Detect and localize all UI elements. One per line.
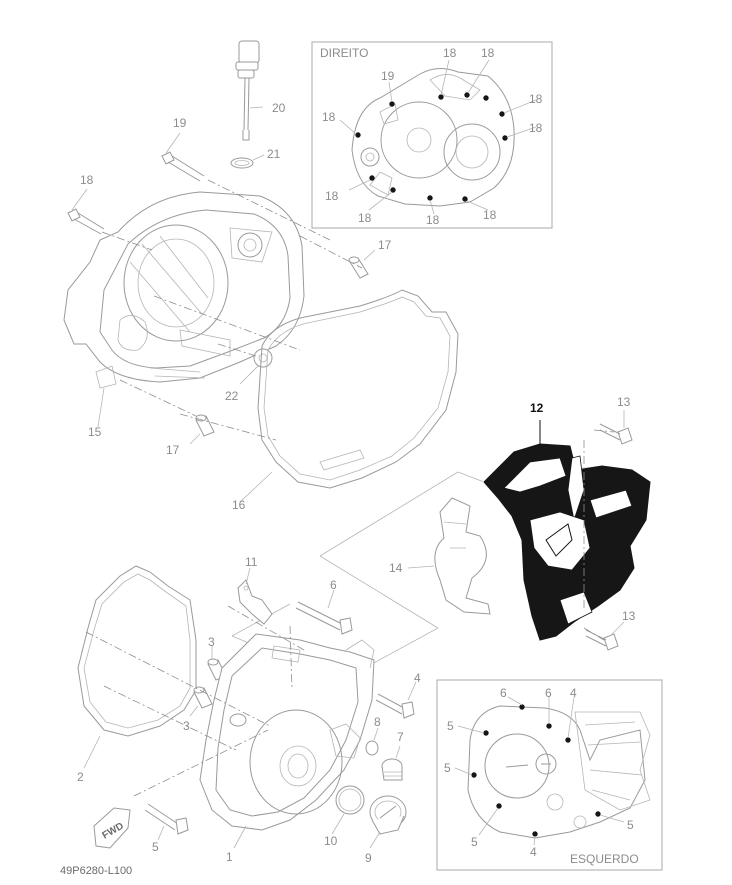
- inset-right-callout-18-e: 18: [529, 121, 543, 135]
- callout-22: 22: [225, 389, 239, 403]
- chain-guide-bracket: [407, 497, 491, 615]
- callout-13-upper: 13: [617, 395, 631, 409]
- callout-5: 5: [152, 840, 159, 854]
- callout-3-upper: 3: [208, 635, 215, 649]
- plug-9: [369, 795, 407, 849]
- inset-left-callout-5-a: 5: [447, 719, 454, 733]
- inset-left-callout-4-b: 4: [530, 845, 537, 859]
- callout-12: 12: [530, 401, 544, 415]
- callout-9: 9: [365, 851, 372, 865]
- inset-left-callout-4-a: 4: [570, 686, 577, 700]
- crankcase-cover-right: [63, 191, 305, 428]
- callout-11: 11: [245, 555, 258, 569]
- crankcase-cover-left: [199, 633, 375, 849]
- callout-17-lower: 17: [166, 443, 180, 457]
- callout-labels: 20 21 19 18 17 22 15 17 16 12 13 13 14 1…: [77, 46, 636, 865]
- bolt-18: [67, 188, 105, 235]
- inset-right-callout-19: 19: [381, 69, 395, 83]
- o-ring: [230, 154, 265, 169]
- callout-15: 15: [88, 425, 102, 439]
- inset-right-title: DIREITO: [320, 46, 368, 60]
- callout-3-lower: 3: [183, 719, 190, 733]
- dowel-pin-lower: [189, 414, 215, 445]
- callout-20: 20: [272, 101, 286, 115]
- callout-6: 6: [330, 578, 337, 592]
- callout-18: 18: [80, 173, 94, 187]
- callout-14: 14: [389, 561, 403, 575]
- inset-right-callout-18-c: 18: [529, 92, 543, 106]
- callout-16: 16: [232, 498, 246, 512]
- o-ring-10: [331, 785, 365, 835]
- inset-right-callout-18-a: 18: [443, 46, 457, 60]
- callout-4: 4: [414, 671, 421, 685]
- dowel-pin-upper: [348, 249, 376, 279]
- callout-2: 2: [77, 770, 84, 784]
- bolt-4: [375, 681, 417, 719]
- gasket-left: [77, 565, 197, 769]
- fwd-arrow: FWD: [93, 807, 131, 849]
- inset-left-callout-5-b: 5: [444, 761, 451, 775]
- callout-1: 1: [226, 850, 233, 864]
- callout-7: 7: [397, 730, 404, 744]
- bolt-6: [295, 589, 353, 635]
- left-inset-bolts: [471, 704, 601, 837]
- inset-right-callout-18-d: 18: [322, 110, 336, 124]
- right-inset-bolts: [355, 92, 508, 202]
- callout-8: 8: [374, 715, 381, 729]
- inset-right-callout-18-g: 18: [358, 211, 372, 225]
- sprocket-cover: [483, 420, 651, 641]
- bolt-13-upper: [599, 410, 633, 445]
- inset-left-callout-6-a: 6: [500, 686, 507, 700]
- assembly-axis-upper: [101, 179, 363, 441]
- plug-7: [381, 745, 403, 781]
- bolt-19: [161, 132, 205, 182]
- callout-21: 21: [267, 147, 281, 161]
- inset-right-callout-18-i: 18: [483, 208, 497, 222]
- inset-left: ESQUERDO: [436, 679, 663, 871]
- gasket-right: [239, 289, 459, 503]
- inset-right-callout-18-f: 18: [325, 189, 339, 203]
- diagram-code: 49P6280-L100: [60, 865, 132, 877]
- bolt-5: [144, 803, 189, 841]
- inset-left-title: ESQUERDO: [570, 852, 639, 866]
- oil-dipstick: [235, 40, 264, 141]
- callout-13-lower: 13: [622, 609, 636, 623]
- inset-right: DIREITO: [311, 41, 553, 229]
- inset-right-callout-18-h: 18: [426, 213, 440, 227]
- inset-left-callout-5-c: 5: [471, 835, 478, 849]
- inset-left-callout-6-b: 6: [545, 686, 552, 700]
- callout-10: 10: [324, 834, 338, 848]
- bracket-11: [237, 567, 273, 625]
- dowel-3-lower: [189, 686, 213, 717]
- assembly-axis-lower: [85, 605, 305, 797]
- inset-left-callout-5-d: 5: [627, 818, 634, 832]
- inset-right-callout-18-b: 18: [481, 46, 495, 60]
- callout-19: 19: [173, 116, 187, 130]
- callout-17-upper: 17: [378, 238, 392, 252]
- o-ring-8: [365, 727, 379, 756]
- bolt-13-lower: [583, 621, 625, 651]
